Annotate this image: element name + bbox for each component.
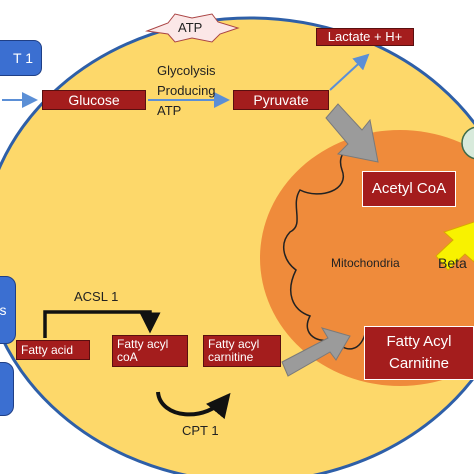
transporter-top-label: T 1: [13, 50, 33, 66]
big-carnitine-text: Carnitine: [388, 355, 450, 372]
glycolysis-label: Glycolysis: [157, 63, 216, 78]
glucose-box: Glucose: [42, 90, 146, 110]
fatty-acyl-carnitine-box: Fatty acyl carnitine: [203, 335, 281, 367]
glucose-text: Glucose: [68, 91, 120, 108]
transporter-top: T 1: [0, 40, 42, 76]
producing-label: Producing: [157, 83, 216, 98]
atp-small-label: ATP: [157, 103, 182, 118]
pyruvate-box: Pyruvate: [233, 90, 329, 110]
fatty-acyl-coa-text-1: Fatty acyl: [117, 337, 169, 352]
beta-oxidation-arrow: [435, 221, 474, 271]
lactate-text: Lactate + H+: [327, 29, 403, 45]
cpt1-arrow: [156, 391, 231, 420]
big-fatty-acyl-carnitine-box: Fatty Acyl Carnitine: [364, 326, 474, 380]
fatty-acid-text: Fatty acid: [21, 342, 74, 357]
enzyme-circle: [461, 126, 474, 160]
acsl1-arrow: [43, 310, 161, 338]
atp-label: ATP: [178, 20, 203, 35]
arrow-pyruvate-to-acetylcoa: [325, 103, 379, 163]
beta-label: Beta: [438, 255, 467, 271]
fatty-acyl-carnitine-text-1: Fatty acyl: [208, 337, 260, 352]
transporter-mid-label: s: [0, 302, 7, 318]
fatty-acid-box: Fatty acid: [16, 340, 90, 360]
lactate-box: Lactate + H+: [316, 28, 414, 46]
transporter-bottom: [0, 362, 14, 416]
acsl1-label: ACSL 1: [74, 289, 119, 304]
acetyl-coa-box: Acetyl CoA: [362, 171, 456, 207]
acetyl-coa-text: Acetyl CoA: [371, 180, 447, 198]
fatty-acyl-coa-box: Fatty acyl coA: [112, 335, 188, 367]
transporter-mid: s: [0, 276, 16, 344]
mitochondria-label: Mitochondria: [331, 256, 400, 270]
big-fatty-acyl-text: Fatty Acyl: [386, 333, 452, 351]
cpt1-label: CPT 1: [182, 423, 219, 438]
fatty-acyl-coa-text-2: coA: [117, 350, 138, 364]
arrow-pyruvate-to-lactate: [329, 53, 370, 91]
atp-star: [145, 13, 240, 43]
arrow-carnitine-to-mito: [281, 327, 351, 377]
pyruvate-text: Pyruvate: [253, 91, 309, 108]
fatty-acyl-carnitine-text-2: carnitine: [208, 350, 254, 364]
